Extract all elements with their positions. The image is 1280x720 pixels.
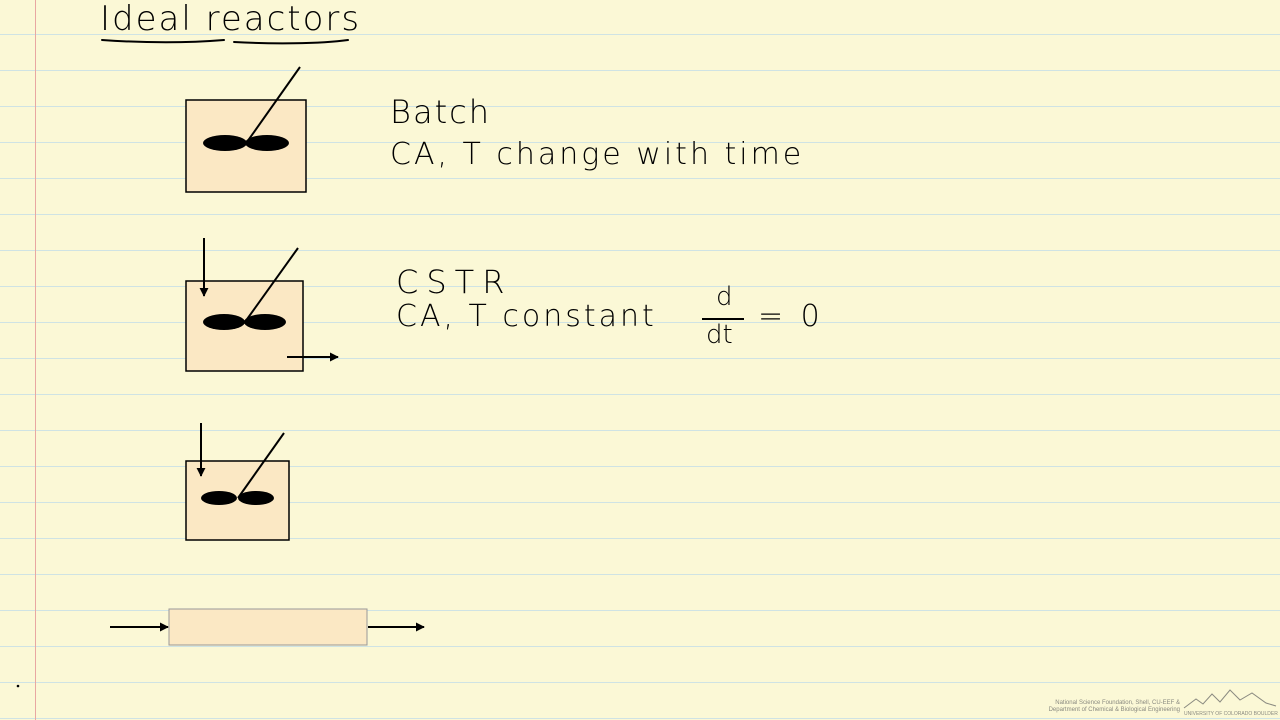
derivative-denominator: dt: [706, 320, 733, 350]
batch-impeller-left-blade: [203, 135, 247, 151]
derivative-numerator: d: [716, 282, 733, 312]
cstr-label: CSTR: [396, 263, 513, 301]
semibatch-reactor: [185, 423, 290, 541]
semibatch-impeller-right-blade: [238, 491, 274, 505]
cstr-impeller-right-blade: [244, 314, 286, 330]
derivative-fraction-bar: [702, 318, 744, 320]
batch-vessel: [185, 99, 307, 193]
plug-flow-reactor: [110, 608, 425, 646]
semibatch-impeller-left-blade: [201, 491, 237, 505]
derivative-equals-zero: = 0: [758, 299, 824, 334]
cstr-description: CA, T constant: [396, 299, 657, 334]
batch-impeller-right-blade: [245, 135, 289, 151]
batch-description: CA, T change with time: [390, 137, 805, 172]
batch-label: Batch: [390, 93, 491, 131]
pen-dot: [16, 684, 20, 688]
semibatch-stirrer-shaft: [237, 432, 285, 499]
batch-stirrer-shaft: [246, 66, 301, 143]
pfr-tube: [168, 608, 368, 646]
page-title: Ideal reactors: [100, 0, 362, 39]
batch-reactor: [185, 66, 307, 193]
title-underline: [101, 39, 349, 45]
margin-line: [35, 0, 36, 720]
cstr-impeller-left-blade: [203, 314, 245, 330]
footer-university: UNIVERSITY OF COLORADO BOULDER: [1184, 711, 1278, 717]
cstr-reactor: [185, 238, 339, 372]
cu-mountain-logo: [1183, 689, 1277, 709]
footer-credit: National Science Foundation, Shell, CU-E…: [1048, 700, 1180, 713]
cstr-stirrer-shaft: [244, 247, 299, 323]
cstr-vessel: [185, 280, 304, 372]
